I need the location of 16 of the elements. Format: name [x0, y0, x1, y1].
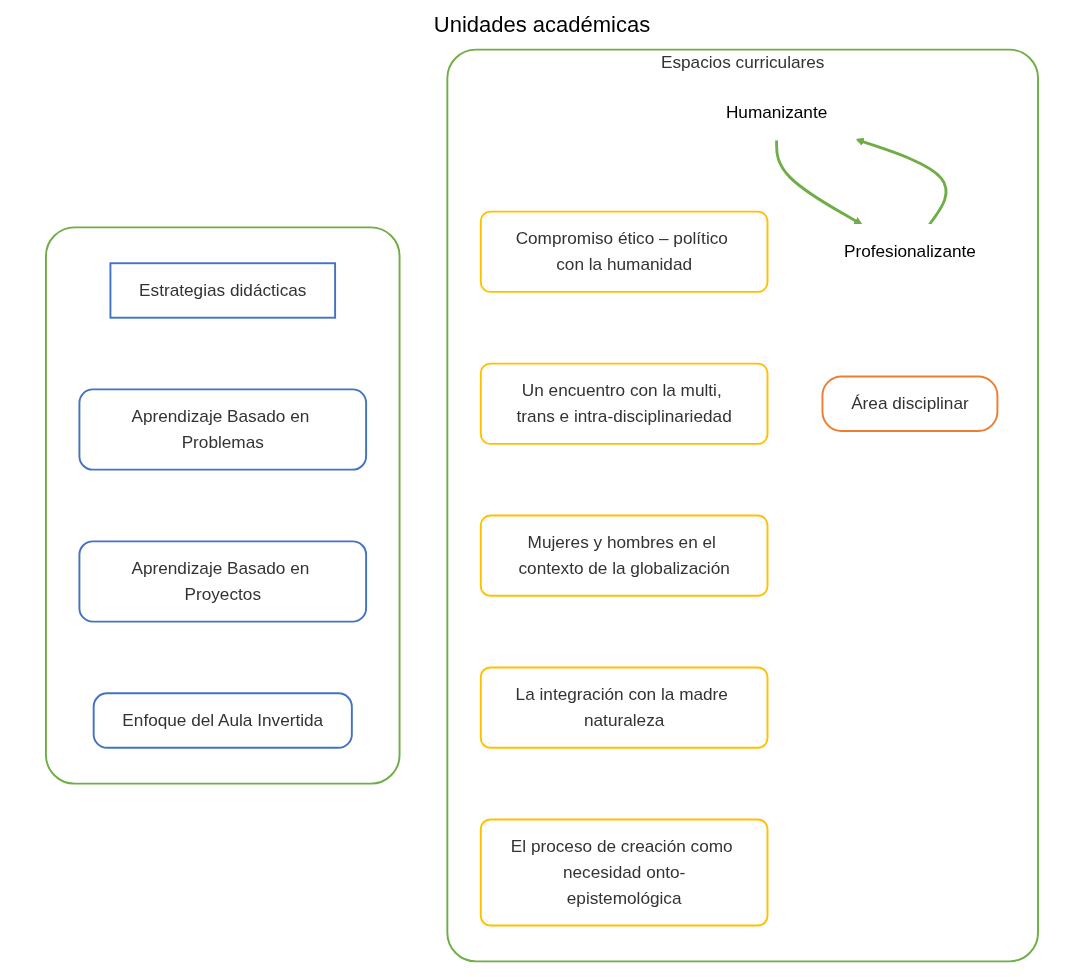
node-box: Compromiso ético – político con la humanidad	[479, 210, 769, 293]
node-text: Profesionalizante	[843, 241, 976, 261]
node-box: El proceso de creación como necesidad onto-epistemológica	[479, 818, 769, 927]
node-box: Aprendizaje Basado en Proyectos	[78, 540, 368, 623]
node-box: Aprendizaje Basado en Problemas	[78, 388, 368, 471]
node-box: La integración con la madre naturaleza	[479, 666, 769, 749]
arrow	[855, 137, 948, 226]
cluster	[45, 226, 401, 785]
node-text: Humanizante	[725, 102, 828, 122]
node-box: Área disciplinar	[821, 375, 999, 432]
node-box: Enfoque del Aula Invertida	[92, 692, 353, 749]
node-box: Estrategias didácticas	[109, 262, 337, 319]
node-box: Un encuentro con la multi, trans e intra-disciplinariedad	[479, 362, 769, 445]
node-box: Mujeres y hombres en el contexto de la globalización	[479, 514, 769, 597]
section-heading: Unidades académicas	[433, 12, 651, 38]
arrow	[775, 139, 863, 225]
